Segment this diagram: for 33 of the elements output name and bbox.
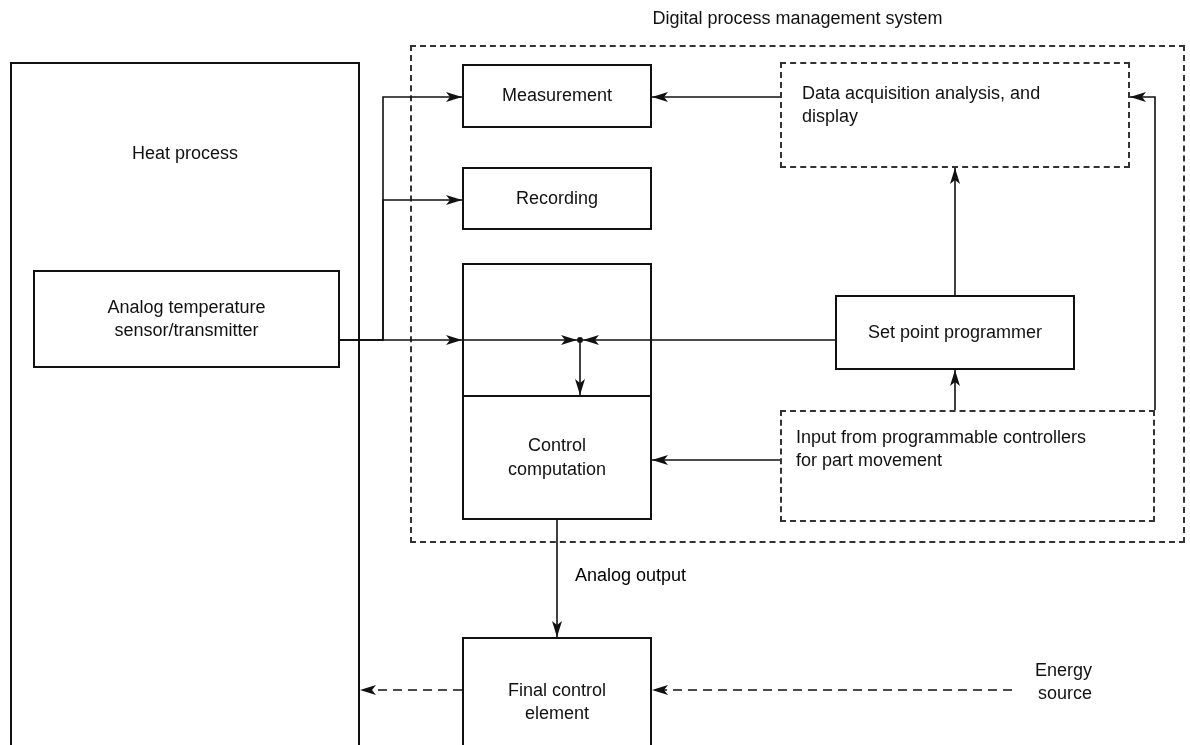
arrow [651, 92, 781, 102]
box-label: Data acquisition analysis, and display [802, 82, 1042, 129]
input-box [780, 410, 1155, 522]
box-label: Analog temperature sensor/transmitter [106, 295, 267, 342]
process-box [780, 62, 1130, 168]
box-label: Final control element [506, 678, 607, 725]
sensor-box [33, 270, 340, 368]
energy-source-label: Energy source [1033, 659, 1092, 706]
arrow [582, 335, 836, 345]
arrow [552, 519, 562, 638]
box-label: Control computation [506, 434, 608, 481]
arrow [950, 369, 960, 411]
arrow [575, 342, 585, 396]
computation-box [462, 263, 652, 397]
box-label: Recording [514, 186, 599, 210]
system-title: Digital process management system [651, 7, 944, 30]
process-box [462, 395, 652, 520]
arrow [651, 685, 1013, 695]
box-label: Heat process [130, 142, 240, 165]
arrow [359, 685, 463, 695]
arrow [651, 455, 781, 465]
process-box [462, 64, 652, 128]
process-box [462, 167, 652, 230]
arrow [950, 167, 960, 296]
summing-junction [577, 337, 583, 343]
process-box [10, 62, 360, 745]
box-label: Set point programmer [866, 320, 1044, 344]
process-box [462, 637, 652, 745]
process-box [835, 295, 1075, 370]
arrow [339, 335, 578, 345]
box-label: Measurement [500, 84, 614, 108]
arrow [1129, 92, 1156, 411]
box-label: Input from programmable controllers for part movement [796, 426, 1088, 473]
